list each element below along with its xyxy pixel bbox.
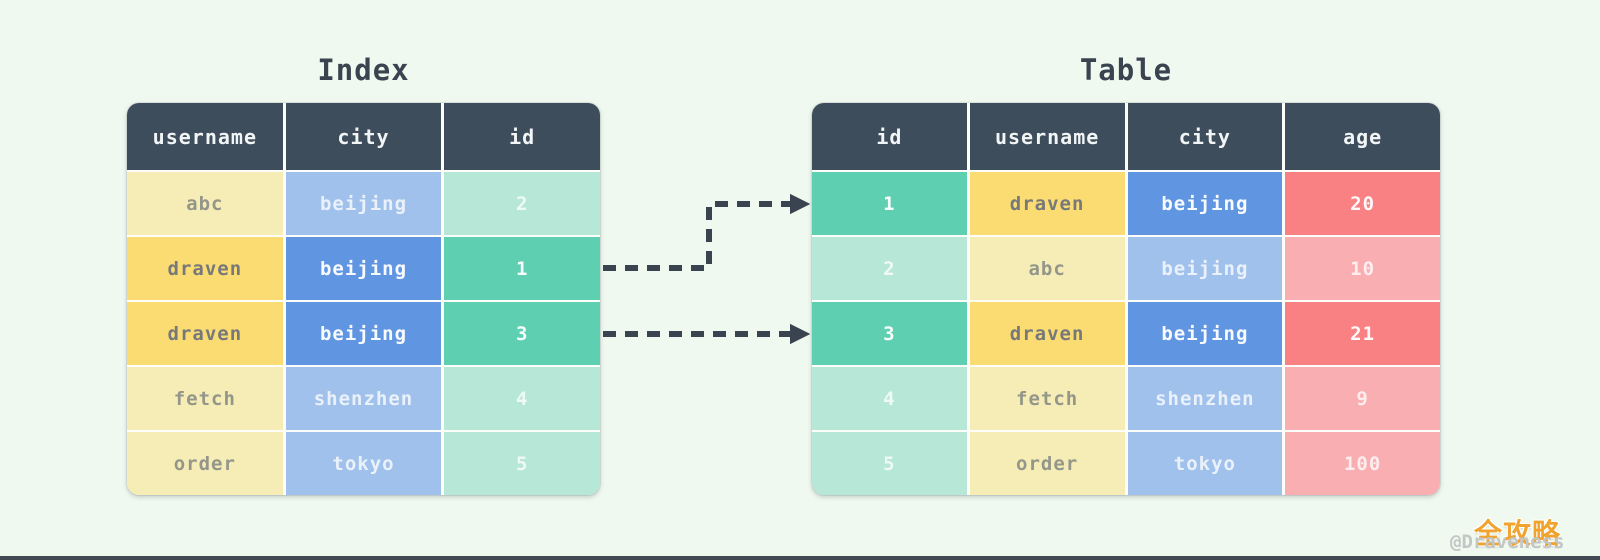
table-cell: 4 — [812, 367, 967, 430]
table-cell: 9 — [1285, 367, 1440, 430]
table-cell: order — [969, 432, 1125, 495]
bottom-edge-divider — [0, 556, 1600, 560]
table-cell: beijing — [285, 237, 442, 300]
table-cell: order — [127, 432, 283, 495]
table-cell: draven — [127, 302, 283, 365]
table-cell: fetch — [969, 367, 1125, 430]
column-header-id: id — [444, 103, 600, 170]
arrow-id1-icon — [603, 193, 811, 271]
table-cell: 3 — [812, 302, 967, 365]
table-cell: 1 — [444, 237, 600, 300]
table-cell: 20 — [1285, 172, 1440, 235]
column-header-id: id — [812, 103, 967, 170]
table-cell: 10 — [1285, 237, 1440, 300]
column-header-username: username — [969, 103, 1125, 170]
table-cell: 2 — [444, 172, 600, 235]
table-cell: 4 — [444, 367, 600, 430]
table-cell: 2 — [812, 237, 967, 300]
column-header-city: city — [1127, 103, 1283, 170]
table-cell: beijing — [1127, 172, 1283, 235]
table-cell: 21 — [1285, 302, 1440, 365]
table-cell: abc — [127, 172, 283, 235]
table-diagram-title: Table — [1079, 53, 1173, 87]
table-cell: 1 — [812, 172, 967, 235]
column-header-username: username — [127, 103, 283, 170]
table-cell: 3 — [444, 302, 600, 365]
table-cell: draven — [969, 172, 1125, 235]
table-cell: beijing — [285, 302, 442, 365]
table-cell: beijing — [1127, 237, 1283, 300]
table-cell: tokyo — [285, 432, 442, 495]
table-cell: 5 — [444, 432, 600, 495]
table-cell: draven — [127, 237, 283, 300]
watermark-author-handle: @Draveness — [1450, 531, 1565, 553]
index-diagram-title: Index — [317, 53, 410, 87]
table-cell: fetch — [127, 367, 283, 430]
table-cell: shenzhen — [285, 367, 442, 430]
table-cell: beijing — [285, 172, 442, 235]
watermark-chinese: 全攻略 — [1474, 517, 1562, 550]
table-cell: 5 — [812, 432, 967, 495]
table-cell: abc — [969, 237, 1125, 300]
table-cell: draven — [969, 302, 1125, 365]
column-header-city: city — [285, 103, 442, 170]
table-cell: 100 — [1285, 432, 1440, 495]
column-header-age: age — [1285, 103, 1440, 170]
table-cell: beijing — [1127, 302, 1283, 365]
table-cell: shenzhen — [1127, 367, 1283, 430]
table-cell: tokyo — [1127, 432, 1283, 495]
